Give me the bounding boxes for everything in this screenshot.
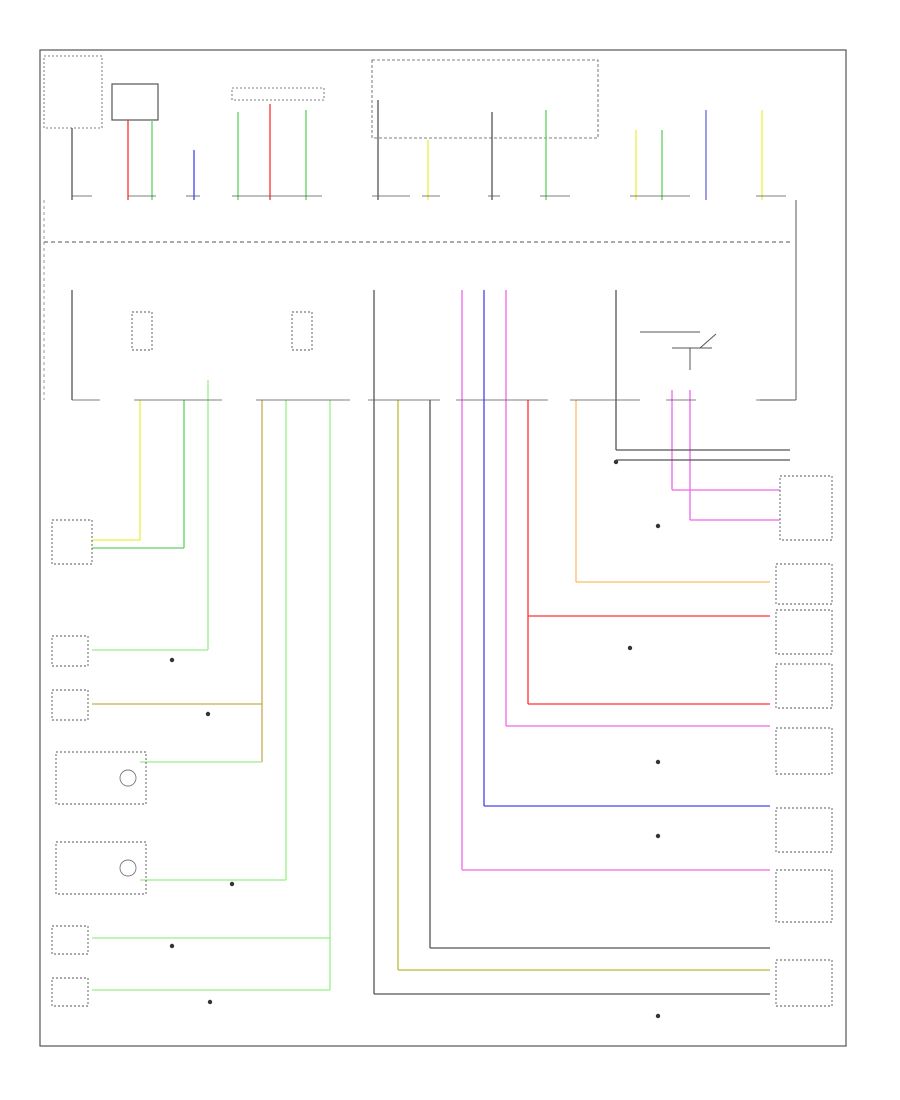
left-headlamp-symbol bbox=[119, 769, 137, 787]
right-components bbox=[775, 475, 833, 1007]
hot-at-all-times-box bbox=[43, 55, 103, 129]
horizontal-wire-group bbox=[92, 449, 790, 995]
junction-block-dashed bbox=[371, 59, 599, 139]
diagram-frame bbox=[39, 49, 847, 1047]
top-wire-group bbox=[71, 100, 763, 200]
right-headlamp-symbol bbox=[119, 859, 137, 877]
connector-ticks bbox=[72, 195, 792, 401]
module-components bbox=[131, 311, 313, 351]
fuse-relay-box bbox=[111, 83, 159, 121]
main-wire-group bbox=[71, 290, 691, 994]
left-components bbox=[51, 519, 147, 1007]
ground-markers bbox=[169, 459, 661, 1019]
switch-symbol bbox=[640, 331, 717, 370]
relay-box-top bbox=[231, 87, 325, 101]
